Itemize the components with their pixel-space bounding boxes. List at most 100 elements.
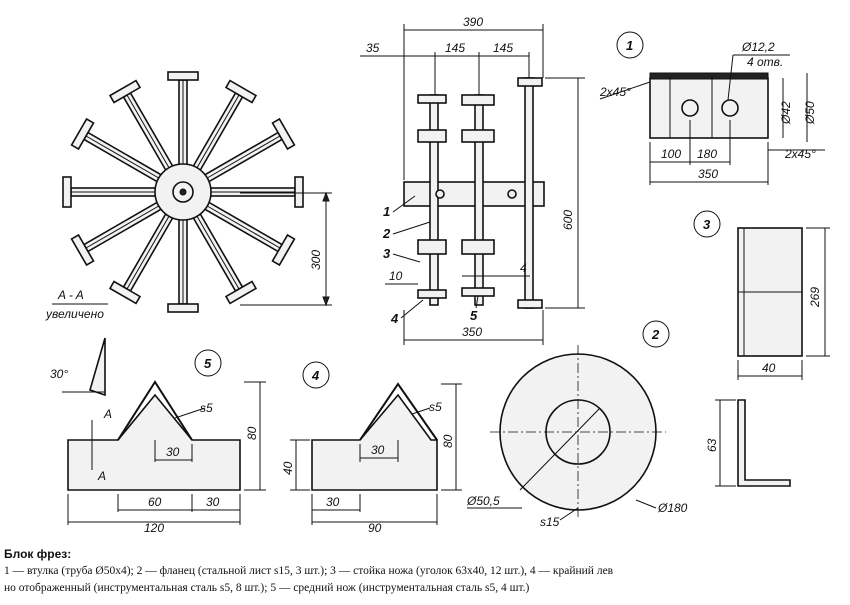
flange-middle xyxy=(474,94,484,306)
section-marker-a2: A xyxy=(97,469,106,483)
spoke-edge xyxy=(85,202,165,249)
dim-arrow xyxy=(322,191,330,202)
leader xyxy=(519,407,601,491)
spoke-edge xyxy=(126,210,173,290)
dim-k4-thk: s5 xyxy=(429,400,442,414)
hub-center xyxy=(179,188,187,196)
bolt xyxy=(507,189,517,199)
knife-spoke xyxy=(108,207,177,305)
dim-flange-inner: Ø50,5 xyxy=(466,494,500,508)
detail-circle-5 xyxy=(194,349,222,377)
knife-spoke xyxy=(62,176,162,208)
caption-title: Блок фрез: xyxy=(4,547,72,561)
figure-caption: Блок фрез: 1 — втулка (труба Ø50x4); 2 —… xyxy=(4,546,846,597)
dim-600: 600 xyxy=(561,210,575,230)
knife-4-outline xyxy=(311,393,438,491)
knife-spoke xyxy=(70,198,168,267)
knife-block xyxy=(517,299,543,309)
knife-spokes xyxy=(62,71,304,313)
detail-number-5: 5 xyxy=(204,356,212,371)
dim-outer-dia: Ø50 xyxy=(803,101,817,125)
caption-line-1: 1 — втулка (труба Ø50x4); 2 — фланец (ст… xyxy=(4,565,614,577)
dim-350: 350 xyxy=(462,325,482,339)
callout-leader xyxy=(392,195,416,213)
spoke-blade xyxy=(70,117,95,151)
spoke-blade xyxy=(294,176,304,208)
knife-block xyxy=(461,94,495,106)
callout-leader xyxy=(392,253,421,263)
bolt xyxy=(435,189,445,199)
dim-holes-count: 4 отв. xyxy=(747,55,783,69)
dim-chamfer-left: 2x45° xyxy=(599,85,631,99)
spoke-blade xyxy=(271,233,296,267)
dim-arrow xyxy=(322,296,330,307)
flange-left xyxy=(429,94,439,306)
dim-angle-30: 30° xyxy=(50,367,68,381)
dim-k5-30: 30 xyxy=(166,445,180,459)
spoke-blade xyxy=(70,233,95,267)
leader xyxy=(559,507,579,521)
caption-line-2: но отображенный (инструментальная сталь … xyxy=(4,582,530,594)
dim-100: 100 xyxy=(661,147,681,161)
dim-k4-30b: 30 xyxy=(326,495,340,509)
dim-inner-dia: Ø42 xyxy=(779,101,793,125)
dim-145-a: 145 xyxy=(445,41,465,55)
spoke-blade xyxy=(108,79,142,104)
spoke-blade xyxy=(224,79,258,104)
dim-4: 4 xyxy=(520,261,527,275)
detail-circle-4 xyxy=(302,361,330,389)
dim-145-b: 145 xyxy=(493,41,513,55)
knife-4-edge xyxy=(359,382,438,441)
leader xyxy=(411,407,431,415)
detail-circle-1 xyxy=(616,31,644,59)
dim-k4-30: 30 xyxy=(371,443,385,457)
section-marker-a: A xyxy=(103,407,112,421)
knife-5-edge xyxy=(117,380,193,441)
callout-2: 2 xyxy=(382,226,391,241)
enlarged-label: увеличено xyxy=(45,307,104,321)
spoke-edge xyxy=(193,210,240,290)
callout-leader xyxy=(392,221,431,235)
knife-block xyxy=(417,289,447,299)
dim-180: 180 xyxy=(697,147,717,161)
knife-block xyxy=(417,94,447,104)
knife-spoke xyxy=(108,79,177,177)
leader xyxy=(174,407,206,419)
spoke-edge xyxy=(126,94,173,174)
hub-hole xyxy=(721,99,739,117)
technical-drawing: 300 A - A увеличено xyxy=(45,15,830,535)
detail-number-3: 3 xyxy=(703,217,711,232)
dim-chamfer-right: 2x45° xyxy=(784,147,816,161)
dim-flange-thk: s15 xyxy=(540,515,560,529)
knife-block xyxy=(461,239,495,255)
callout-leader xyxy=(475,295,479,309)
dim-390: 390 xyxy=(463,15,483,29)
dim-flange-outer: Ø180 xyxy=(657,501,688,515)
callout-leader xyxy=(400,299,424,319)
section-profile xyxy=(89,337,106,397)
callout-3: 3 xyxy=(383,246,391,261)
detail-3-angle: 3 269 40 63 xyxy=(693,210,830,487)
leader xyxy=(635,499,657,509)
dim-k4-40: 40 xyxy=(281,461,295,475)
spoke-blade xyxy=(62,176,72,208)
knife-spoke xyxy=(167,71,199,171)
dim-hub-350: 350 xyxy=(698,167,718,181)
dim-k5-30b: 30 xyxy=(206,495,220,509)
dim-hole-dia: Ø12,2 xyxy=(741,40,775,54)
knife-spoke xyxy=(70,117,168,186)
section-label: A - A xyxy=(57,288,84,302)
spoke-blade xyxy=(271,117,296,151)
hub-tube-wall-top xyxy=(649,72,769,80)
dim-k4-90: 90 xyxy=(368,521,382,535)
knife-5-outline xyxy=(67,393,241,491)
side-knives xyxy=(417,77,543,309)
shaft xyxy=(403,181,545,207)
dim-k4-80: 80 xyxy=(441,434,455,448)
front-view-rotor: 300 A - A увеличено xyxy=(45,71,332,321)
detail-number-4: 4 xyxy=(311,368,320,383)
detail-4-knife: 4 s5 30 80 40 30 90 xyxy=(281,361,462,535)
spoke-edge xyxy=(201,135,281,182)
knife-block xyxy=(517,77,543,87)
leader xyxy=(727,54,734,101)
